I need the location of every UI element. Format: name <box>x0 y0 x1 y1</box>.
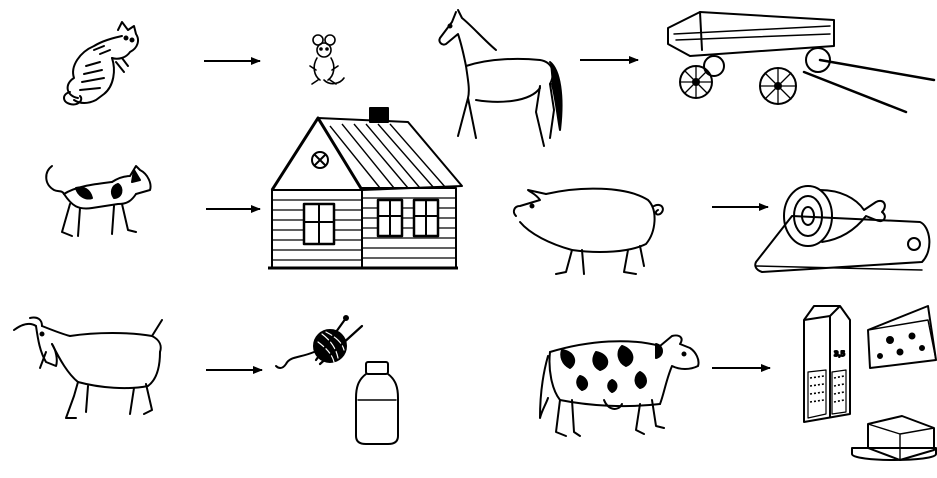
dog-illustration <box>46 166 150 236</box>
milk-carton-fat-label: 3,5 <box>834 350 845 358</box>
relation-arrows <box>204 60 770 370</box>
house-illustration <box>268 108 462 268</box>
cart-illustration <box>668 12 934 112</box>
ham-illustration <box>755 186 929 272</box>
dairy-products-illustration: 3,5 <box>804 306 936 460</box>
horse-illustration <box>439 10 561 146</box>
cow-illustration <box>540 335 699 436</box>
goat-illustration <box>14 317 162 418</box>
cat-illustration <box>64 22 138 104</box>
butter-illustration <box>852 416 936 460</box>
milk-bottle-illustration <box>356 362 398 444</box>
pig-illustration <box>514 189 663 274</box>
cheese-illustration <box>868 306 936 368</box>
yarn-ball-illustration <box>276 316 362 368</box>
mouse-illustration <box>310 35 344 84</box>
milk-carton-illustration: 3,5 <box>804 306 850 422</box>
